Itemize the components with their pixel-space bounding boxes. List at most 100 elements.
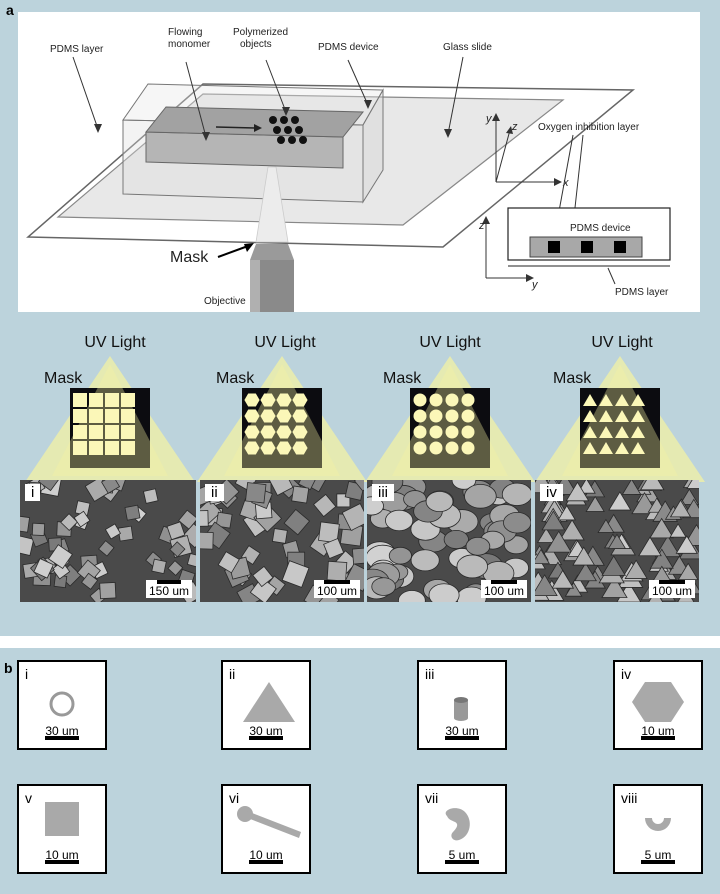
shape-scale-iv: 10 um xyxy=(615,724,701,740)
mask-opening-iii-2-2 xyxy=(445,425,459,439)
sem-particle xyxy=(143,488,159,504)
shape-scale-text-i: 30 um xyxy=(45,724,79,738)
ring-shape xyxy=(49,691,75,717)
mask-opening-ii-0-2 xyxy=(276,393,292,407)
mask-opening-iii-1-0 xyxy=(413,409,427,423)
sem-particle xyxy=(200,510,209,527)
sem-particle xyxy=(37,480,61,492)
sem-particle xyxy=(151,558,167,575)
mask-opening-iii-2-1 xyxy=(429,425,443,439)
mask-opening-i-3-1 xyxy=(89,441,103,455)
sem-particle xyxy=(410,549,440,572)
mask-opening-ii-2-2 xyxy=(276,425,292,439)
sem-particle xyxy=(425,491,454,513)
mask-opening-ii-3-3 xyxy=(292,441,308,455)
mask-opening-iii-1-2 xyxy=(445,409,459,423)
mask-arrow xyxy=(217,245,249,258)
mask-opening-ii-2-0 xyxy=(244,425,260,439)
mask-opening-iv-0-0 xyxy=(583,394,597,406)
sem-particle xyxy=(601,555,627,576)
inset-axis-y-label: y xyxy=(531,279,539,291)
mask-opening-i-3-2 xyxy=(105,441,119,455)
mask-opening-ii-1-2 xyxy=(276,409,292,423)
sem-particle xyxy=(117,525,134,542)
sem-particle xyxy=(535,548,550,564)
panel-a: a xyxy=(0,0,720,636)
mask-opening-iii-3-3 xyxy=(461,441,475,455)
mask-opening-iv-1-1 xyxy=(599,410,613,422)
mask-opening-iv-0-1 xyxy=(599,394,613,406)
mask-opening-i-2-0 xyxy=(73,425,87,439)
uv-light-label-4: UV Light xyxy=(591,334,653,351)
shape-numeral-v: v xyxy=(25,790,32,806)
mask-opening-i-2-2 xyxy=(105,425,119,439)
mask-opening-iii-3-1 xyxy=(429,441,443,455)
sem-particle xyxy=(124,504,141,521)
label-monomer: monomer xyxy=(168,39,211,50)
sem-scale-text-iv: 100 um xyxy=(651,584,692,598)
shape-scale-text-ii: 30 um xyxy=(249,724,283,738)
triangle-shape xyxy=(243,682,295,722)
sem-particle xyxy=(351,547,364,565)
label-pdms-device: PDMS device xyxy=(318,42,379,53)
sem-scale-text-iii: 100 um xyxy=(483,584,524,598)
shape-scale-text-iii: 30 um xyxy=(445,724,479,738)
inset-axis-z-head xyxy=(482,216,490,224)
sem-particle xyxy=(686,480,699,489)
shape-scale-text-iv: 10 um xyxy=(641,724,675,738)
sem-particle xyxy=(649,517,674,539)
sem-particle xyxy=(20,535,35,557)
flow-arrow xyxy=(215,126,257,129)
sem-particle xyxy=(428,583,460,602)
sem-particle xyxy=(398,590,426,602)
sem-scale-ii: 100 um xyxy=(313,580,360,598)
axis-y-label: y xyxy=(485,113,493,125)
sem-particle xyxy=(104,523,122,540)
sem-panel-iii: iii 100 um xyxy=(367,480,531,602)
sem-particle xyxy=(249,576,277,602)
mask-opening-iii-3-0 xyxy=(413,441,427,455)
sem-particle xyxy=(101,480,121,494)
shape-scale-vii: 5 um xyxy=(419,848,505,864)
sem-panel-ii: ii 100 um xyxy=(200,480,364,602)
mask-opening-ii-1-1 xyxy=(260,409,276,423)
sem-particle xyxy=(73,510,91,528)
uv-light-label-1: UV Light xyxy=(84,334,146,351)
uv-light-label-2: UV Light xyxy=(254,334,316,351)
mask-opening-i-1-2 xyxy=(105,409,119,423)
mask-opening-i-3-0 xyxy=(73,441,87,455)
sem-particle xyxy=(388,546,412,565)
sem-particle xyxy=(217,551,240,574)
shape-scale-text-viii: 5 um xyxy=(644,848,672,862)
mask-opening-iv-2-3 xyxy=(631,426,645,438)
mask-opening-ii-1-3 xyxy=(292,409,308,423)
sem-particle xyxy=(166,521,186,541)
channel-top xyxy=(144,106,365,138)
sem-particle xyxy=(323,537,345,560)
sem-numeral-ii: ii xyxy=(205,484,224,501)
sem-particle xyxy=(624,559,648,579)
shape-card-viii: viii 5 um xyxy=(613,784,703,874)
sem-particle xyxy=(98,540,115,557)
shape-card-v: v 10 um xyxy=(17,784,107,874)
inset-axis-z-label: z xyxy=(478,220,485,232)
sem-particle xyxy=(271,528,288,544)
mask-opening-iv-3-2 xyxy=(615,442,629,454)
sem-particle xyxy=(638,536,662,557)
sem-particle xyxy=(291,485,310,504)
objective-lens xyxy=(250,244,294,312)
label-oxygen-inhibition: Oxygen inhibition layer xyxy=(538,122,640,133)
inset-square-2 xyxy=(581,241,593,253)
mask-label-3: Mask xyxy=(383,370,422,387)
mask-opening-i-0-0 xyxy=(73,393,87,407)
sem-particle xyxy=(601,575,628,598)
shape-numeral-vii: vii xyxy=(425,790,439,806)
sem-particle xyxy=(20,515,30,533)
mask-opening-iii-0-3 xyxy=(461,393,475,407)
sem-particle xyxy=(572,546,596,566)
setup-schematic: PDMS layer Flowing monomer Polymerized o… xyxy=(18,12,700,312)
glass-slide-outline xyxy=(26,83,636,248)
shape-numeral-vi: vi xyxy=(229,790,240,806)
sem-particle xyxy=(503,511,531,534)
sem-scale-text-ii: 100 um xyxy=(316,584,357,598)
